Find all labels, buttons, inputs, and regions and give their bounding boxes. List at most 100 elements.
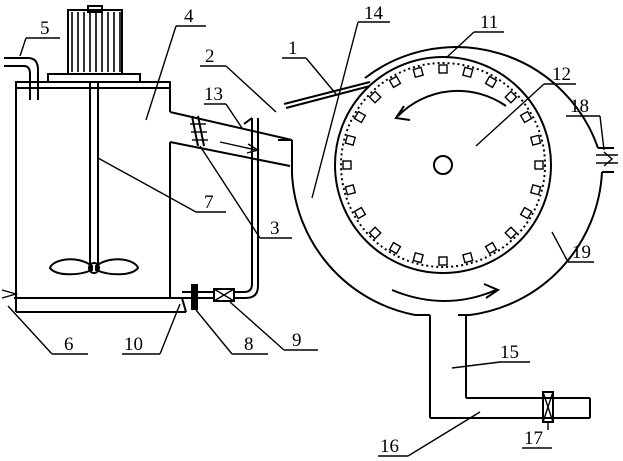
drum-outer [334, 56, 552, 274]
impeller-blade-left [48, 258, 93, 276]
leader-5 [19, 37, 27, 57]
label-7: 7 [204, 192, 214, 213]
leader-14 [311, 21, 359, 199]
drum-housing [278, 46, 618, 316]
drum-tooth [388, 241, 402, 255]
drum-teeth [342, 64, 544, 266]
motor-base [47, 73, 141, 83]
drum-tooth [344, 184, 357, 196]
drum-tooth [504, 90, 518, 104]
return-pipe-inner [234, 118, 259, 299]
rotation-arrow-head [394, 105, 411, 121]
leader-9 [229, 301, 285, 351]
scraper-blade-bottom [285, 85, 371, 109]
leader-15 [451, 361, 501, 369]
drum-tooth [388, 75, 402, 89]
label-18: 18 [570, 96, 589, 117]
flow-arrow-line [219, 141, 257, 151]
leader-19 [551, 231, 569, 263]
outlet-chute [415, 314, 591, 423]
filter-screen-b [197, 115, 205, 147]
leader-3 [199, 145, 261, 239]
leader-8 [195, 309, 233, 355]
label-16: 16 [380, 436, 399, 457]
drum-tooth [368, 90, 382, 104]
drain-arrow [1, 289, 19, 299]
part-labels: 5 4 2 1 13 14 11 12 18 7 3 19 6 10 8 9 1… [40, 3, 591, 457]
impeller-hub [88, 262, 100, 274]
leader-lines [7, 21, 605, 457]
drum-tooth [368, 226, 382, 240]
filter-screen-a [191, 115, 199, 147]
drum-tooth [484, 241, 498, 255]
stirrer [48, 82, 140, 276]
housing-flow-arc [391, 289, 497, 302]
drum-tooth [353, 206, 367, 220]
drum-tooth [484, 75, 498, 89]
drum-tooth [462, 66, 474, 79]
scraper [283, 81, 371, 109]
label-3: 3 [270, 218, 280, 239]
leader-13 [225, 103, 243, 129]
inlet-pipe [4, 57, 39, 100]
drum-tooth [353, 110, 367, 124]
channel-top-wall [169, 111, 293, 141]
return-pipe-lip [243, 117, 253, 125]
feed-channel [169, 111, 293, 167]
drum-tooth [504, 226, 518, 240]
mixing-tank [1, 81, 187, 313]
label-19: 19 [572, 242, 591, 263]
outlet-arrow-head [603, 151, 614, 167]
return-pipe-outer [234, 118, 253, 293]
drum-tooth [529, 134, 542, 146]
leader-6 [7, 305, 53, 355]
flange-8 [191, 284, 198, 310]
label-15: 15 [500, 342, 519, 363]
rotation-arrow-arc [397, 89, 507, 117]
scraper-blade-top [283, 81, 371, 105]
motor-fins [71, 12, 121, 72]
leader-10 [159, 303, 181, 355]
label-10: 10 [124, 334, 143, 355]
label-12: 12 [552, 64, 571, 85]
inlet-pipe-inner [4, 65, 31, 100]
label-14: 14 [364, 3, 384, 24]
tank-lid [15, 81, 171, 89]
drum-tooth [462, 251, 474, 264]
drum-tooth [344, 134, 357, 146]
label-11: 11 [480, 12, 498, 33]
drum-tooth [534, 160, 544, 170]
label-1: 1 [288, 38, 298, 59]
drum-tooth [529, 184, 542, 196]
tank-drain-corner [181, 297, 187, 313]
leader-7 [97, 157, 197, 213]
inlet-pipe-outer [4, 57, 39, 100]
drum-tooth [519, 206, 533, 220]
drum-axle [433, 155, 453, 175]
valve-17-cross-b [542, 391, 554, 423]
housing-flow-head [483, 283, 501, 299]
leader-18 [599, 115, 605, 151]
leader-12 [475, 83, 545, 147]
housing-outer-right-arc [469, 171, 603, 316]
label-5: 5 [40, 18, 50, 39]
leader-1 [305, 57, 337, 95]
drum-inner-dotted [340, 62, 546, 268]
return-pipe [182, 117, 259, 310]
label-13: 13 [204, 84, 223, 105]
label-4: 4 [184, 6, 194, 27]
label-17: 17 [524, 428, 543, 449]
drum-tooth [412, 251, 424, 264]
housing-top-arc [364, 46, 599, 149]
rotating-drum [334, 56, 552, 274]
drum-tooth [438, 64, 448, 74]
label-8: 8 [244, 334, 254, 355]
valve-9-cross-b [213, 288, 235, 302]
label-6: 6 [64, 334, 74, 355]
drum-tooth [519, 110, 533, 124]
motor [47, 5, 141, 83]
leader-16 [407, 411, 481, 457]
label-9: 9 [292, 330, 302, 351]
